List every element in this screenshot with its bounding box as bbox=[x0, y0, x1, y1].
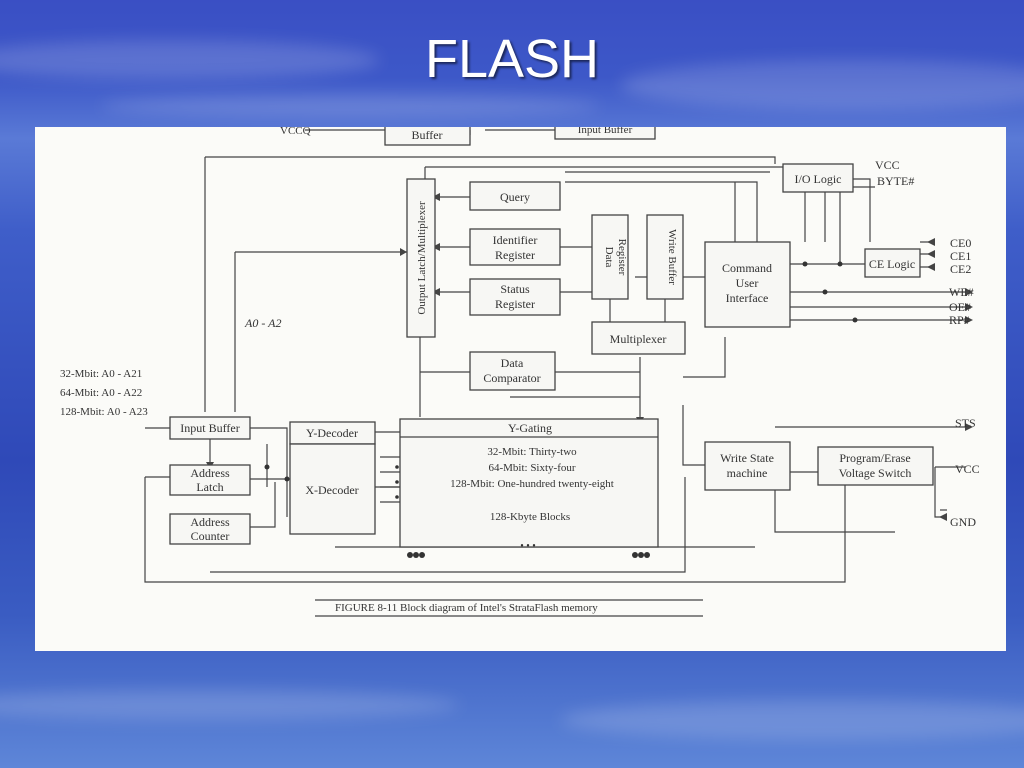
svg-text:GND: GND bbox=[950, 515, 976, 529]
block-diagram: Buffer Input Buffer I/O Logic Output Lat… bbox=[60, 127, 980, 617]
svg-text:128-Kbyte Blocks: 128-Kbyte Blocks bbox=[490, 511, 570, 523]
svg-text:128-Mbit: One-hundred twenty-e: 128-Mbit: One-hundred twenty-eight bbox=[450, 478, 614, 490]
svg-text:64-Mbit: A0 - A22: 64-Mbit: A0 - A22 bbox=[60, 387, 142, 399]
input-buffer-top-block: Input Buffer bbox=[554, 127, 656, 140]
svg-text:Write State: Write State bbox=[720, 451, 774, 465]
output-latch-multiplexer-block: Output Latch/Multiplexer bbox=[406, 178, 436, 338]
svg-text:Counter: Counter bbox=[191, 529, 230, 543]
signal-labels: VCCQ VCC BYTE# CE0 CE1 CE2 WE# OE# RP# S… bbox=[60, 127, 980, 529]
svg-text:Data: Data bbox=[603, 247, 615, 268]
figure-caption: FIGURE 8-11 Block diagram of Intel's Str… bbox=[335, 602, 598, 614]
buffer-top-block: Buffer bbox=[384, 127, 471, 146]
svg-text:Buffer: Buffer bbox=[411, 128, 442, 142]
svg-text:Y-Gating: Y-Gating bbox=[508, 421, 552, 435]
svg-text:Input Buffer: Input Buffer bbox=[578, 127, 633, 136]
svg-text:CE Logic: CE Logic bbox=[869, 257, 915, 271]
svg-text:machine: machine bbox=[727, 466, 768, 480]
svg-text:Multiplexer: Multiplexer bbox=[610, 332, 667, 346]
svg-text:Command: Command bbox=[722, 261, 772, 275]
svg-text:64-Mbit: Sixty-four: 64-Mbit: Sixty-four bbox=[488, 462, 575, 474]
svg-text:CE2: CE2 bbox=[950, 262, 971, 276]
svg-text:Input Buffer: Input Buffer bbox=[180, 421, 239, 435]
svg-text:32-Mbit: A0 - A21: 32-Mbit: A0 - A21 bbox=[60, 368, 142, 380]
svg-text:STS: STS bbox=[955, 416, 976, 430]
svg-text:Write Buffer: Write Buffer bbox=[666, 229, 678, 285]
memory-array-block: Y-Gating 32-Mbit: Thirty-two 64-Mbit: Si… bbox=[399, 418, 659, 548]
input-buffer-block: Input Buffer bbox=[169, 416, 251, 440]
svg-text:Address: Address bbox=[190, 466, 230, 480]
svg-text:OE#: OE# bbox=[949, 300, 971, 314]
svg-text:RP#: RP# bbox=[949, 313, 970, 327]
write-state-machine-block: Write State machine bbox=[704, 441, 791, 491]
svg-text:Latch: Latch bbox=[196, 480, 223, 494]
command-user-interface-block: Command User Interface bbox=[704, 241, 791, 328]
multiplexer-block: Multiplexer bbox=[591, 321, 686, 355]
svg-text:Address: Address bbox=[190, 515, 230, 529]
data-register-block: Data Register bbox=[591, 214, 629, 300]
block-diagram-figure: Buffer Input Buffer I/O Logic Output Lat… bbox=[35, 127, 1006, 651]
slide-title: FLASH bbox=[424, 29, 600, 89]
svg-text:VCCQ: VCCQ bbox=[280, 127, 311, 137]
svg-text:User: User bbox=[736, 276, 759, 290]
svg-text:A0 - A2: A0 - A2 bbox=[244, 316, 281, 330]
svg-text:Query: Query bbox=[500, 190, 530, 204]
svg-text:VCC: VCC bbox=[875, 158, 900, 172]
data-comparator-block: Data Comparator bbox=[469, 351, 556, 391]
y-decoder-block: Y-Decoder bbox=[289, 421, 376, 445]
status-register-block: Status Register bbox=[469, 278, 561, 316]
address-latch-block: Address Latch bbox=[169, 464, 251, 496]
svg-text:I/O Logic: I/O Logic bbox=[795, 172, 842, 186]
ellipsis-label: • • • bbox=[520, 541, 536, 552]
svg-text:WE#: WE# bbox=[949, 285, 974, 299]
svg-text:Program/Erase: Program/Erase bbox=[839, 451, 910, 465]
svg-text:Data: Data bbox=[501, 356, 524, 370]
io-logic-block: I/O Logic bbox=[782, 163, 854, 193]
ce-logic-block: CE Logic bbox=[864, 248, 921, 278]
address-counter-block: Address Counter bbox=[169, 513, 251, 545]
junction-dots bbox=[264, 261, 858, 558]
svg-text:128-Mbit: A0 - A23: 128-Mbit: A0 - A23 bbox=[60, 406, 148, 418]
svg-text:Register: Register bbox=[495, 297, 535, 311]
svg-text:Register: Register bbox=[495, 248, 535, 262]
svg-text:Y-Decoder: Y-Decoder bbox=[306, 426, 358, 440]
svg-text:Interface: Interface bbox=[726, 291, 769, 305]
program-erase-switch-block: Program/Erase Voltage Switch bbox=[817, 446, 934, 486]
x-decoder-block: X-Decoder bbox=[289, 443, 376, 535]
svg-text:CE0: CE0 bbox=[950, 236, 971, 250]
svg-text:Identifier: Identifier bbox=[493, 233, 538, 247]
write-buffer-block: Write Buffer bbox=[646, 214, 684, 300]
svg-text:32-Mbit: Thirty-two: 32-Mbit: Thirty-two bbox=[487, 446, 577, 458]
svg-text:Output Latch/Multiplexer: Output Latch/Multiplexer bbox=[416, 201, 428, 315]
svg-text:Voltage Switch: Voltage Switch bbox=[839, 466, 912, 480]
query-block: Query bbox=[469, 181, 561, 211]
svg-text:Comparator: Comparator bbox=[483, 371, 540, 385]
svg-text:BYTE#: BYTE# bbox=[877, 174, 914, 188]
identifier-register-block: Identifier Register bbox=[469, 228, 561, 266]
svg-text:CE1: CE1 bbox=[950, 249, 971, 263]
svg-text:Register: Register bbox=[616, 239, 628, 276]
svg-text:VCC: VCC bbox=[955, 462, 980, 476]
svg-text:Status: Status bbox=[500, 282, 530, 296]
svg-text:X-Decoder: X-Decoder bbox=[305, 483, 358, 497]
